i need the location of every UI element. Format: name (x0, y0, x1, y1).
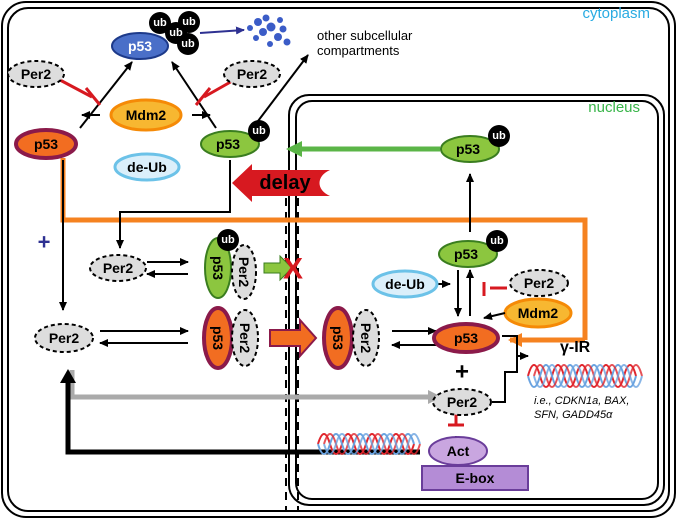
per2-label: Per2 (236, 257, 252, 288)
blocked-x-mark: X (283, 253, 303, 286)
per2-label: Per2 (358, 323, 374, 354)
ub-tag-1: ub (153, 17, 167, 29)
p53-ub-green-node-nucleus-top: p53 ub (440, 125, 510, 163)
per2-label: Per2 (49, 330, 80, 346)
line-p53-to-per2-nuc (492, 336, 518, 403)
p53-label: p53 (128, 38, 152, 54)
deub-node-nucleus: de-Ub (371, 269, 439, 299)
ub-tag-3: ub (182, 16, 196, 28)
orange-block-arrow (269, 317, 318, 359)
per2-node-top-right: Per2 (223, 60, 281, 88)
arrow-to-other-compartments (254, 54, 309, 126)
dna-helix-per2-gene (317, 433, 421, 455)
per2-inhibit-bar-nuc (482, 282, 507, 296)
per2-label: Per2 (524, 275, 555, 291)
other-compartments-line1: other subcellular (317, 28, 413, 43)
green-block-arrow (263, 254, 293, 282)
ub-tag: ub (492, 130, 506, 142)
thick-transcription-arrow (60, 369, 420, 455)
mdm2-node-nucleus: Mdm2 (503, 297, 573, 329)
ub-tag: ub (490, 235, 504, 247)
per2-inhibit-bar-left (59, 78, 102, 106)
per2-node-top-left: Per2 (7, 60, 65, 88)
ebox-label: E-box (456, 470, 495, 486)
deub-label: de-Ub (385, 276, 425, 292)
p53-node-nucleus: p53 (432, 322, 500, 354)
arrow-mdm2-nuc-to-p53 (483, 312, 506, 321)
dna-helix-target-genes (527, 364, 643, 388)
delay-label: delay (259, 172, 311, 194)
p53ub-per2-complex: p53 Per2 ub (204, 229, 257, 300)
p53-per2-complex-nucleus: p53 Per2 (322, 306, 380, 370)
arrow-p53ub-to-per2 (116, 160, 231, 249)
per2-node-nucleus-right: Per2 (509, 269, 569, 297)
per2-node-nucleus-bottom: Per2 (432, 388, 492, 416)
p53-label: p53 (216, 136, 240, 152)
ub-tag: ub (252, 125, 266, 137)
p53-label: p53 (454, 330, 478, 346)
mdm2-label: Mdm2 (518, 305, 559, 321)
p53-label: p53 (210, 326, 226, 350)
per2-label: Per2 (103, 260, 134, 276)
p53-label: p53 (330, 326, 346, 350)
per2-node-lower-left: Per2 (34, 323, 94, 353)
plus-sign-black: + (455, 359, 469, 386)
per2-label: Per2 (237, 66, 268, 82)
cell-inner-border (7, 7, 670, 512)
ub-tag-2: ub (169, 27, 183, 39)
target-genes-line1: i.e., CDKN1a, BAX, (534, 395, 629, 407)
per2-node-mid-left: Per2 (89, 254, 147, 282)
plus-sign-blue: + (38, 230, 51, 255)
per2-label: Per2 (237, 323, 253, 354)
proteasome-degradation-dots (247, 14, 291, 47)
cytoplasm-label: cytoplasm (582, 5, 650, 22)
ub-tag: ub (221, 234, 235, 246)
p53-label: p53 (34, 136, 58, 152)
per2-label: Per2 (447, 394, 478, 410)
target-genes-line2: SFN, GADD45α (534, 409, 613, 421)
mdm2-node-cytoplasm: Mdm2 (109, 98, 183, 132)
ub-tag-4: ub (181, 38, 195, 50)
degradation-arrow (199, 26, 245, 35)
p53-ub-blue-node: p53 ub ub ub ub (111, 11, 200, 60)
gamma-ir-label: γ-IR (560, 339, 591, 356)
act-label: Act (447, 443, 470, 459)
deub-label: de-Ub (127, 159, 167, 175)
per2-inhibit-bar-right (194, 78, 235, 106)
p53-ub-green-node-nucleus-mid: p53 ub (438, 230, 508, 268)
ebox-node: E-box (421, 465, 529, 491)
nucleus-inner-border (295, 100, 659, 500)
p53-label: p53 (454, 246, 478, 262)
p53-per2-complex-cytoplasm: p53 Per2 (202, 306, 259, 370)
grey-per2-arrow (69, 370, 442, 404)
p53-orange-node-cytoplasm: p53 (14, 128, 78, 160)
other-compartments-line2: compartments (317, 43, 400, 58)
mdm2-label: Mdm2 (126, 107, 167, 123)
p53-ub-green-node-cytoplasm: p53 ub (200, 120, 270, 158)
delay-indicator: delay (232, 164, 330, 202)
per2-label: Per2 (21, 66, 52, 82)
nucleus-label: nucleus (588, 99, 640, 116)
p53-label: p53 (456, 141, 480, 157)
p53-label: p53 (210, 256, 226, 280)
nucleus-outer-border (288, 94, 665, 506)
deub-node-cytoplasm: de-Ub (113, 152, 181, 182)
act-node: Act (428, 436, 488, 466)
